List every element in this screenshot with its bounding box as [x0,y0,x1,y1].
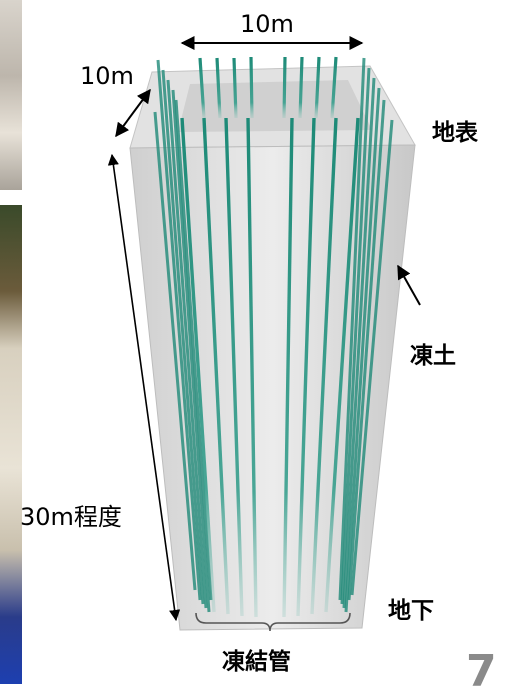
depth-label: 30m程度 [20,503,122,531]
page-number: 7 [466,646,497,697]
background-photo-bottom [0,205,22,684]
freeze-pipes-label: 凍結管 [222,649,291,675]
underground-label: 地下 [388,598,434,624]
background-photo-top [0,0,22,190]
freeze-pipes-right-side [338,57,394,613]
block-top-opening [178,80,372,132]
side-width-arrow [115,88,151,138]
frozen-soil-label: 凍土 [410,343,456,369]
surface-label: 地表 [432,120,478,146]
freeze-pipes-front-row [180,117,360,618]
side-width-label: 10m [80,62,134,90]
depth-arrow [107,153,181,622]
freeze-pipes-brace [195,612,351,632]
frozen-soil-pointer [397,264,421,306]
freeze-pipes-back-row [198,56,338,119]
top-width-label: 10m [240,10,294,38]
